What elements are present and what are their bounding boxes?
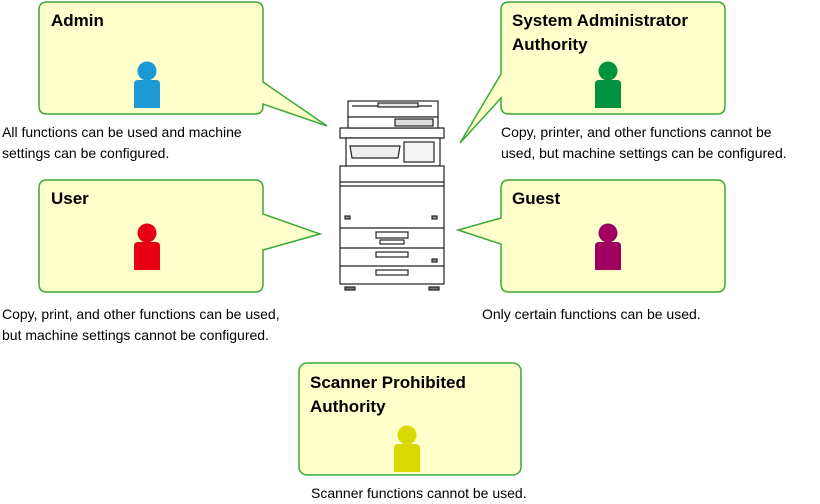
guest-description-line-1: Only certain functions can be used. bbox=[482, 306, 701, 322]
scanner-prohibited-title: Scanner Prohibited Authority bbox=[310, 371, 520, 419]
system-admin-title-line-1: System Administrator bbox=[512, 11, 689, 30]
user-description-line-1: Copy, print, and other functions can be … bbox=[2, 306, 280, 322]
admin-description-line-1: All functions can be used and machine bbox=[2, 124, 242, 140]
system-admin-description: Copy, printer, and other functions canno… bbox=[501, 122, 787, 164]
user-bubble bbox=[38, 179, 323, 293]
scanner-prohibited-description-line-1: Scanner functions cannot be used. bbox=[311, 485, 527, 501]
admin-description: All functions can be used and machine se… bbox=[2, 122, 242, 164]
scanner-prohibited-title-line-2: Authority bbox=[310, 397, 386, 416]
system-admin-person-icon bbox=[595, 61, 621, 108]
admin-description-line-2: settings can be configured. bbox=[2, 145, 170, 161]
system-admin-description-line-1: Copy, printer, and other functions canno… bbox=[501, 124, 772, 140]
system-admin-title: System Administrator Authority bbox=[512, 9, 722, 57]
multifunction-printer-icon bbox=[339, 100, 445, 291]
user-description-line-2: but machine settings cannot be configure… bbox=[2, 327, 269, 343]
system-admin-title-line-2: Authority bbox=[512, 35, 588, 54]
admin-person-icon bbox=[134, 61, 160, 108]
guest-bubble bbox=[455, 179, 726, 293]
scanner-prohibited-bubble bbox=[298, 362, 522, 476]
user-description: Copy, print, and other functions can be … bbox=[2, 304, 280, 346]
admin-bubble bbox=[38, 1, 328, 127]
guest-person-icon bbox=[595, 223, 621, 270]
user-title: User bbox=[51, 189, 89, 208]
guest-title: Guest bbox=[512, 189, 561, 208]
guest-description: Only certain functions can be used. bbox=[482, 304, 701, 325]
system-admin-description-line-2: used, but machine settings can be config… bbox=[501, 145, 787, 161]
scanner-prohibited-person-icon bbox=[394, 425, 420, 472]
scanner-prohibited-title-line-1: Scanner Prohibited bbox=[310, 373, 466, 392]
user-person-icon bbox=[134, 223, 160, 270]
admin-title: Admin bbox=[51, 11, 104, 30]
system-admin-bubble bbox=[459, 1, 726, 144]
scanner-prohibited-description: Scanner functions cannot be used. bbox=[311, 483, 527, 504]
